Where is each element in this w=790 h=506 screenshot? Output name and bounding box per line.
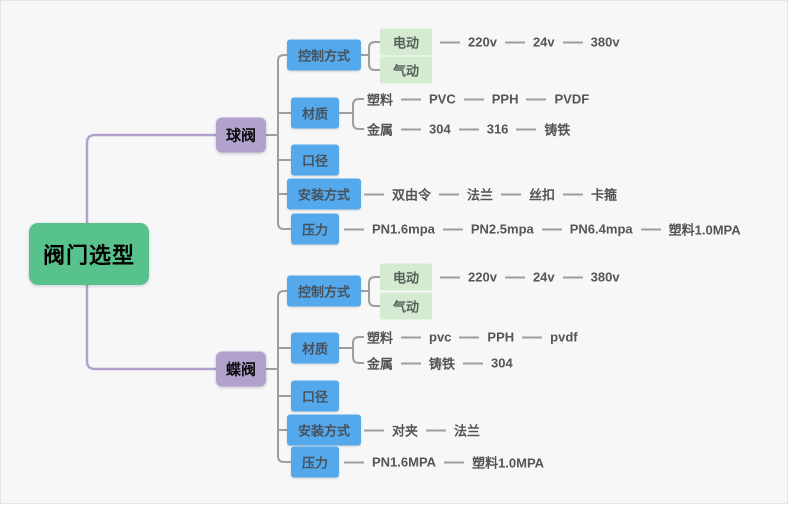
butterfly-category-material[interactable]: 材质 — [291, 332, 340, 364]
ball-leaf-cast-iron[interactable]: 铸铁 — [544, 122, 571, 138]
butterfly-category-diameter[interactable]: 口径 — [291, 380, 340, 412]
ball-control-pneumatic-row: 气动 — [380, 56, 433, 84]
dash-connector — [640, 228, 661, 230]
ball-category-pressure[interactable]: 压力 — [291, 213, 340, 245]
ball-leaf-thread[interactable]: 丝扣 — [529, 187, 556, 203]
dash-connector — [364, 193, 384, 195]
butterfly-leaf-metal[interactable]: 金属 — [367, 356, 394, 372]
ball-leaf-304[interactable]: 304 — [429, 121, 451, 137]
ball-leaf-pvc[interactable]: PVC — [429, 91, 456, 107]
dash-connector — [401, 362, 422, 364]
butterfly-control-pneumatic-row: 气动 — [380, 292, 433, 320]
ball-material-metal-row: 金属 304 316 铸铁 — [367, 120, 570, 139]
root-to-butterfly-connector — [85, 285, 216, 371]
butterfly-material-plastic-row: 塑料 pvc PPH pvdf — [367, 328, 578, 347]
butterfly-category-install-method[interactable]: 安装方式 — [287, 414, 362, 446]
ball-leaf-plastic-10mpa[interactable]: 塑料1.0MPA — [668, 222, 741, 238]
ball-leaf-pn16[interactable]: PN1.6mpa — [372, 221, 435, 237]
butterfly-leaf-plastic-10mpa[interactable]: 塑料1.0MPA — [472, 455, 545, 471]
butterfly-leaf-voltage-220v[interactable]: 220v — [468, 269, 497, 285]
butterfly-category-control-method[interactable]: 控制方式 — [287, 275, 362, 307]
dash-connector — [401, 98, 422, 100]
dash-connector — [526, 98, 547, 100]
ball-material-plastic-row: 塑料 PVC PPH PVDF — [367, 90, 589, 109]
dash-connector — [439, 193, 460, 195]
dash-connector — [463, 362, 484, 364]
ball-category-material[interactable]: 材质 — [291, 97, 340, 129]
ball-control-electric-row: 电动 220v 24v 380v — [380, 28, 620, 56]
dash-connector — [459, 336, 480, 338]
butterfly-leaf-pvc[interactable]: pvc — [429, 329, 452, 345]
butterfly-pressure-row: PN1.6MPA 塑料1.0MPA — [344, 453, 544, 472]
ball-leaf-pph[interactable]: PPH — [491, 91, 519, 107]
ball-leaf-pneumatic[interactable]: 气动 — [380, 56, 433, 84]
butterfly-leaf-plastic[interactable]: 塑料 — [367, 330, 394, 346]
dash-connector — [541, 228, 562, 230]
butterfly-leaf-pneumatic[interactable]: 气动 — [380, 292, 433, 320]
dash-connector — [562, 41, 583, 43]
ball-leaf-plastic[interactable]: 塑料 — [367, 92, 394, 108]
dash-connector — [401, 336, 422, 338]
ball-leaf-electric[interactable]: 电动 — [380, 28, 433, 56]
butterfly-leaf-pvdf[interactable]: pvdf — [550, 329, 578, 345]
dash-connector — [516, 128, 537, 130]
root-node-valve-selection[interactable]: 阀门选型 — [29, 223, 149, 285]
ball-pressure-row: PN1.6mpa PN2.5mpa PN6.4mpa 塑料1.0MPA — [344, 220, 741, 239]
dash-connector — [426, 429, 447, 431]
ball-leaf-flange[interactable]: 法兰 — [467, 187, 494, 203]
dash-connector — [440, 41, 461, 43]
butterfly-leaf-electric[interactable]: 电动 — [380, 263, 433, 291]
butterfly-leaf-cast-iron[interactable]: 铸铁 — [429, 356, 456, 372]
dash-connector — [563, 193, 584, 195]
root-to-ball-connector — [85, 133, 216, 223]
ball-leaf-pvdf[interactable]: PVDF — [554, 91, 590, 107]
dash-connector — [364, 429, 384, 431]
dash-connector — [401, 128, 422, 130]
dash-connector — [458, 128, 479, 130]
ball-category-install-method[interactable]: 安装方式 — [287, 178, 362, 210]
dash-connector — [344, 461, 364, 463]
butterfly-leaf-voltage-24v[interactable]: 24v — [532, 269, 555, 285]
butterfly-control-electric-row: 电动 220v 24v 380v — [380, 263, 620, 291]
butterfly-install-row: 对夹 法兰 — [364, 421, 480, 440]
ball-leaf-clamp[interactable]: 卡箍 — [591, 187, 618, 203]
ball-leaf-pn64[interactable]: PN6.4mpa — [569, 221, 633, 237]
ball-install-row: 双由令 法兰 丝扣 卡箍 — [364, 185, 617, 204]
butterfly-leaf-pph[interactable]: PPH — [487, 329, 515, 345]
dash-connector — [442, 228, 463, 230]
branch-node-ball-valve[interactable]: 球阀 — [216, 117, 267, 153]
ball-leaf-pn25[interactable]: PN2.5mpa — [470, 221, 534, 237]
ball-leaf-316[interactable]: 316 — [486, 121, 509, 137]
butterfly-leaf-wafer[interactable]: 对夹 — [392, 423, 419, 439]
ball-leaf-voltage-380v[interactable]: 380v — [590, 34, 620, 50]
dash-connector — [444, 461, 465, 463]
ball-leaf-metal[interactable]: 金属 — [367, 122, 394, 138]
ball-leaf-voltage-24v[interactable]: 24v — [532, 34, 555, 50]
ball-leaf-voltage-220v[interactable]: 220v — [468, 34, 497, 50]
dash-connector — [344, 228, 364, 230]
dash-connector — [522, 336, 543, 338]
branch-node-butterfly-valve[interactable]: 蝶阀 — [216, 351, 267, 387]
butterfly-category-pressure[interactable]: 压力 — [291, 446, 340, 478]
dash-connector — [463, 98, 484, 100]
butterfly-leaf-voltage-380v[interactable]: 380v — [590, 269, 620, 285]
butterfly-leaf-304[interactable]: 304 — [491, 355, 513, 371]
dash-connector — [440, 276, 461, 278]
ball-category-control-method[interactable]: 控制方式 — [287, 39, 362, 71]
dash-connector — [501, 193, 522, 195]
dash-connector — [504, 41, 525, 43]
butterfly-leaf-flange[interactable]: 法兰 — [454, 423, 481, 439]
dash-connector — [504, 276, 525, 278]
dash-connector — [562, 276, 583, 278]
butterfly-leaf-pn16[interactable]: PN1.6MPA — [372, 454, 437, 470]
ball-leaf-double-union[interactable]: 双由令 — [392, 187, 432, 203]
ball-category-diameter[interactable]: 口径 — [291, 144, 340, 176]
butterfly-material-metal-row: 金属 铸铁 304 — [367, 354, 513, 373]
